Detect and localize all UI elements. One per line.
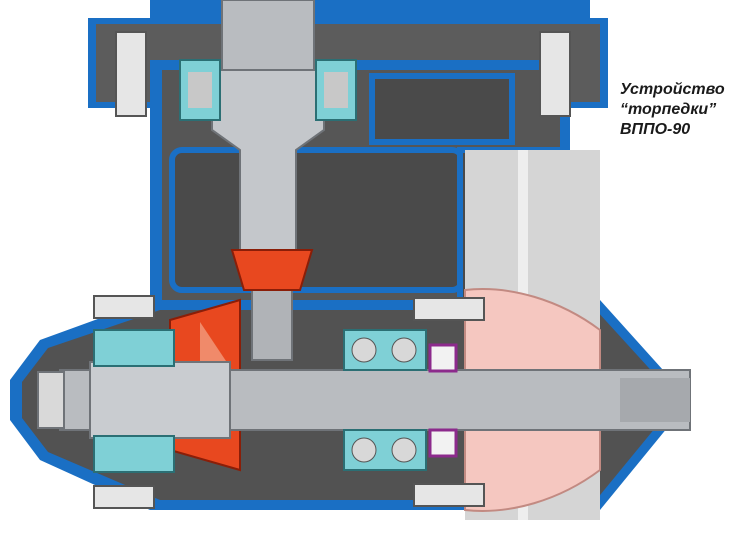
- bolts: [93, 31, 571, 509]
- impeller: [464, 150, 601, 520]
- lip-seal: [428, 343, 458, 458]
- ball-bearing-pair: [343, 329, 427, 471]
- diagram-caption: Устройство “торпедки” ВППО-90: [620, 80, 730, 140]
- roller-bearing-top: [179, 59, 357, 121]
- caption-line-1: Устройство: [620, 81, 725, 98]
- roller-bearing-left: [93, 329, 175, 473]
- caption-line-2: “торпедки”: [620, 101, 717, 118]
- horizontal-shaft: [37, 361, 691, 439]
- caption-line-3: ВППО-90: [620, 121, 691, 138]
